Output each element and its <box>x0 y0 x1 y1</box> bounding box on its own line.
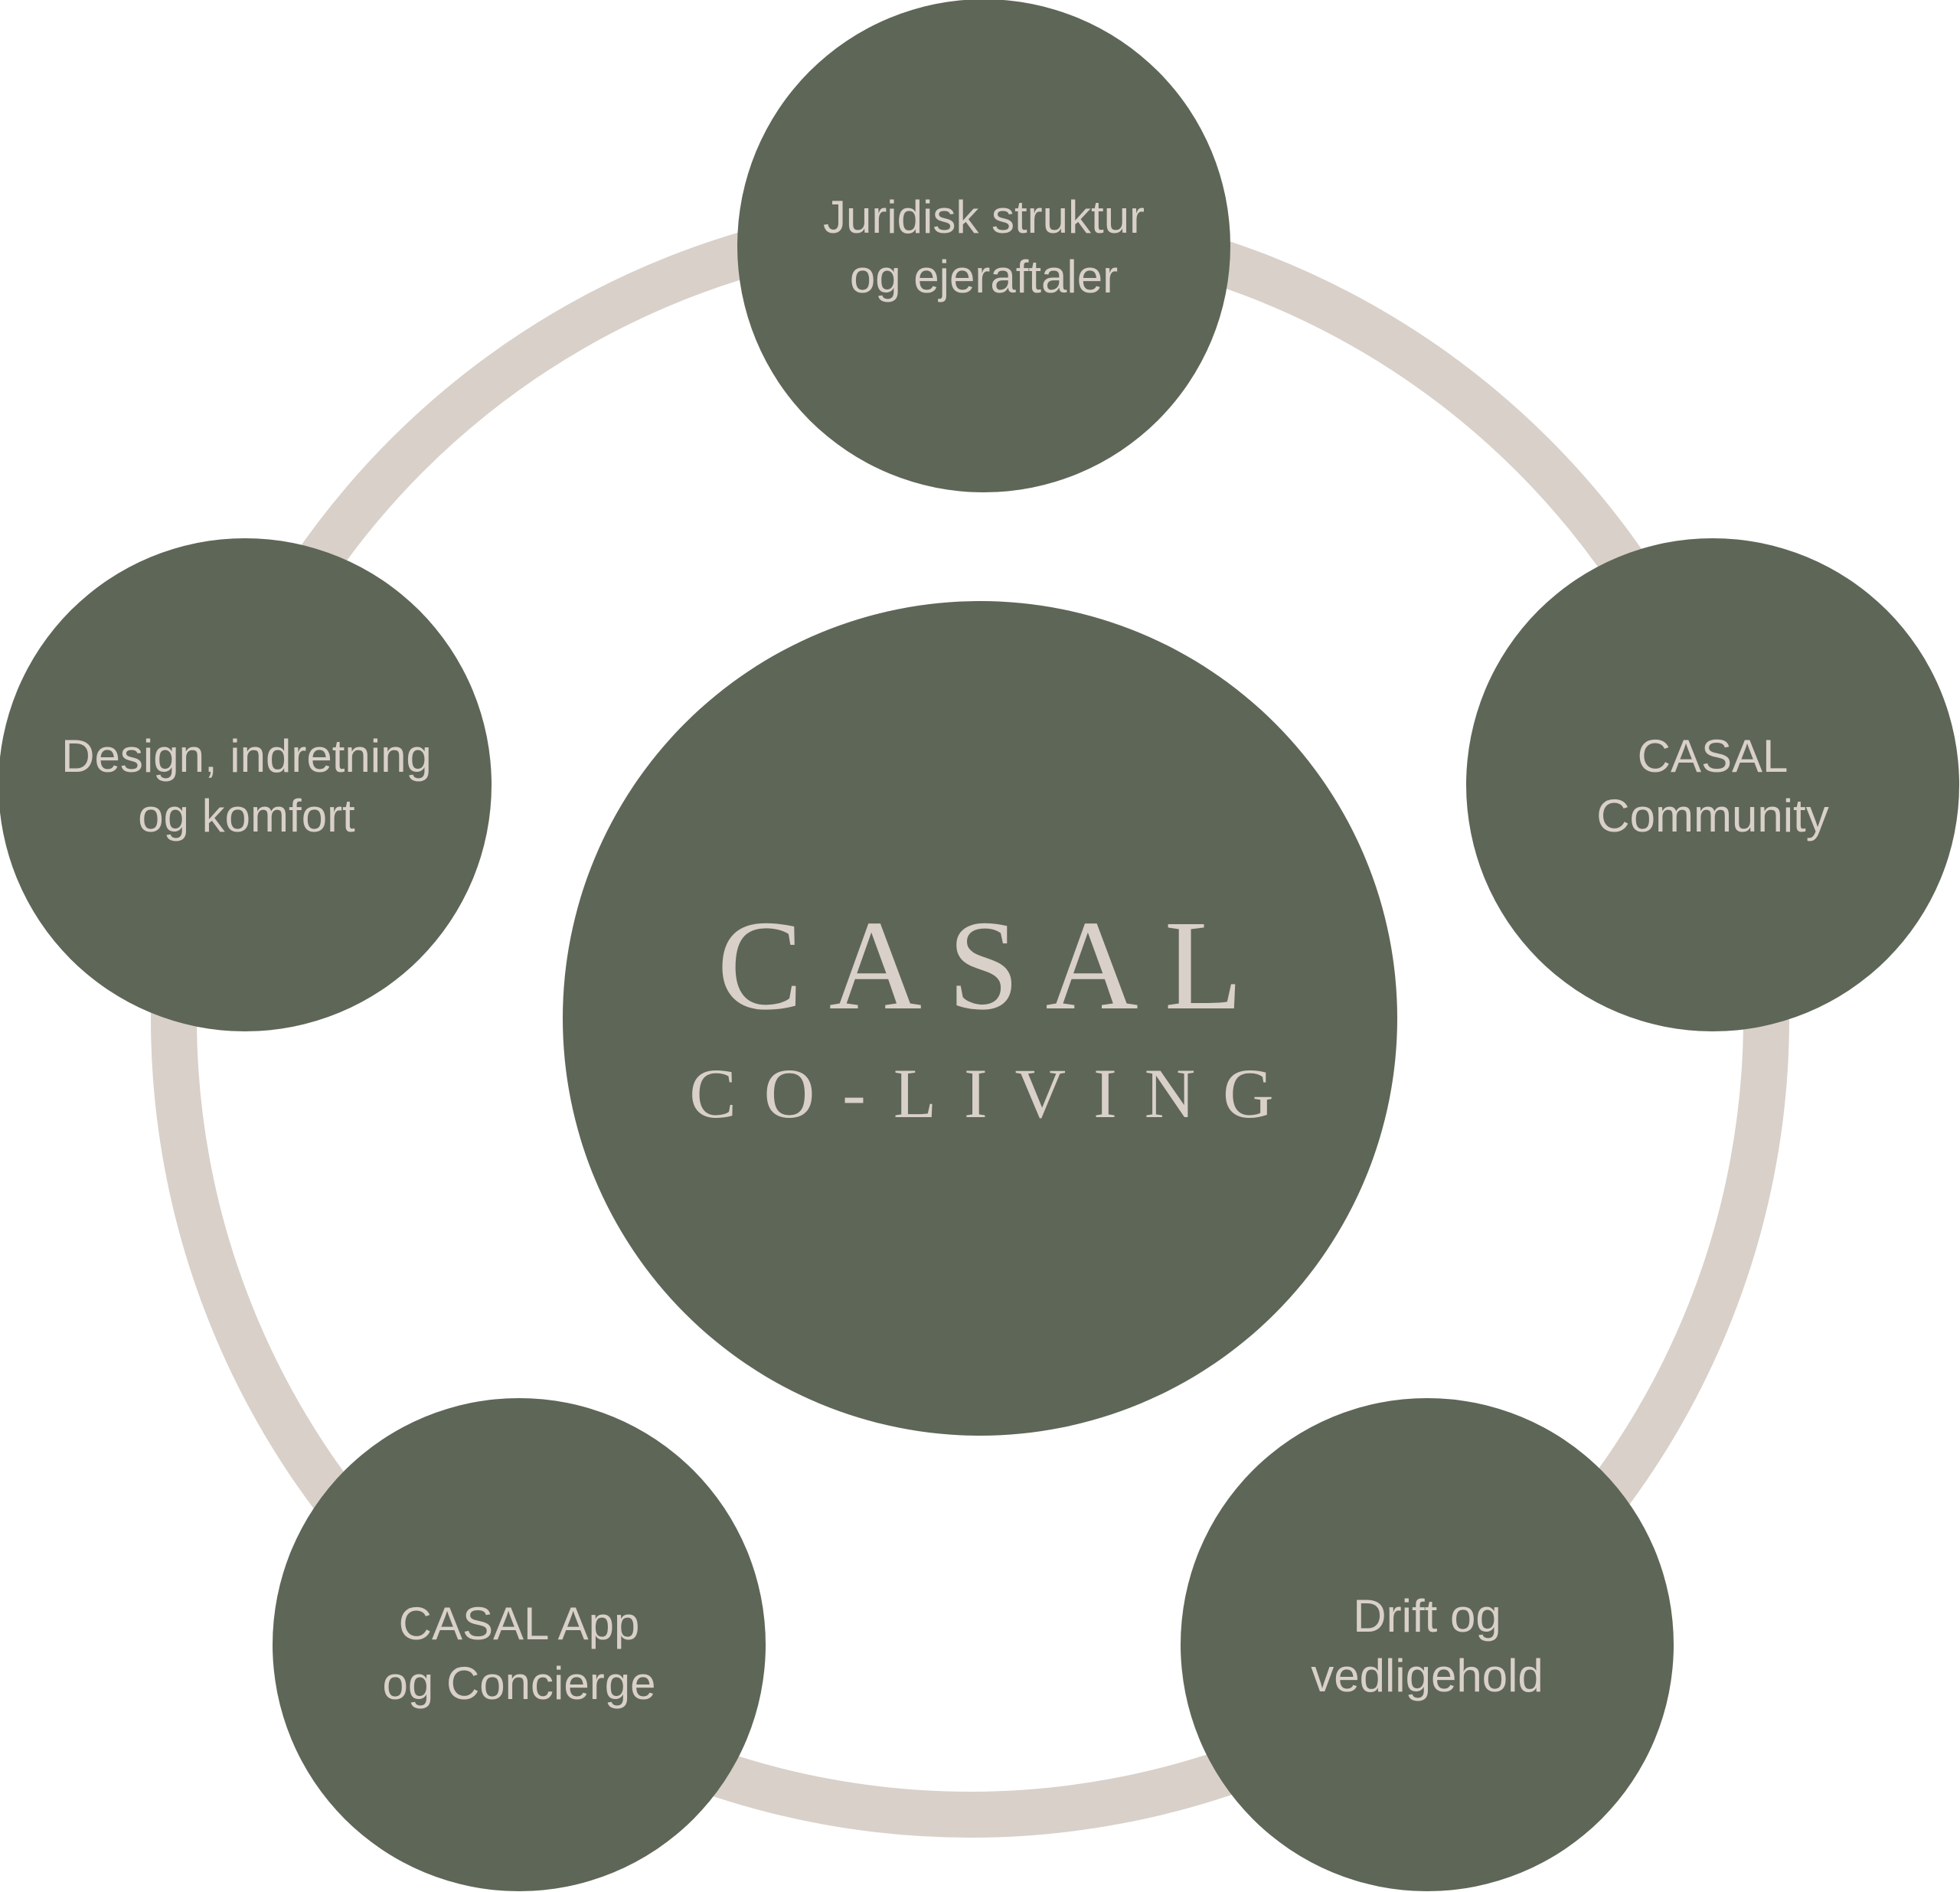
node-design-indretning-og-komfort: Design, indretning og komfort <box>0 538 492 1031</box>
node-juridisk-struktur: Juridisk struktur og ejeraftaler <box>737 0 1230 492</box>
node-label-line-2: Community <box>1596 790 1828 841</box>
node-label-line-1: Design, indretning <box>61 730 432 782</box>
center-subtitle: CO-LIVING <box>689 1054 1301 1132</box>
node-circle <box>1466 538 1959 1031</box>
node-circle <box>0 538 492 1031</box>
node-casal-community: CASAL Community <box>1466 538 1959 1031</box>
node-circle <box>737 0 1230 492</box>
node-label-line-2: og ejeraftaler <box>850 251 1118 302</box>
center-title: CASAL <box>717 894 1269 1037</box>
node-label-line-2: vedligehold <box>1311 1650 1544 1701</box>
node-circle <box>273 1398 766 1891</box>
center-hub: CASAL CO-LIVING <box>563 601 1397 1436</box>
node-label-line-2: og komfort <box>138 790 355 841</box>
node-label-line-1: Juridisk struktur <box>823 191 1145 243</box>
node-label-line-1: CASAL App <box>399 1598 640 1649</box>
node-label-line-1: CASAL <box>1638 730 1788 782</box>
node-label-line-1: Drift og <box>1353 1590 1501 1642</box>
node-casal-app-og-concierge: CASAL App og Concierge <box>273 1398 766 1891</box>
node-circle <box>1181 1398 1674 1891</box>
node-label-line-2: og Concierge <box>383 1658 656 1709</box>
center-circle <box>563 601 1397 1436</box>
node-drift-og-vedligehold: Drift og vedligehold <box>1181 1398 1674 1891</box>
